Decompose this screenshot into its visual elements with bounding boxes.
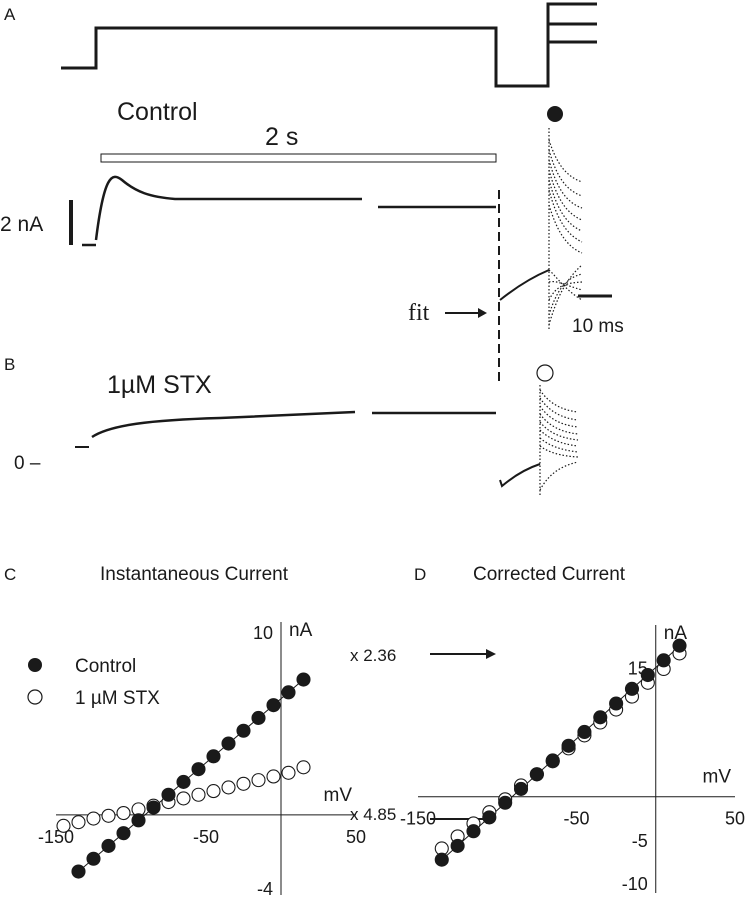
control-point	[545, 753, 560, 768]
control-label: Control	[117, 98, 198, 126]
scale-annotation-stx: x 4.85	[350, 805, 396, 824]
control-point	[101, 838, 116, 853]
control-point	[131, 813, 146, 828]
stx-point	[101, 808, 116, 823]
x-tick-label: -150	[400, 809, 436, 829]
control-point	[466, 824, 481, 839]
stx-point	[266, 769, 281, 784]
control-point	[609, 696, 624, 711]
voltage-protocol	[61, 2, 597, 88]
legend-stx-label: 1 µM STX	[75, 688, 160, 709]
control-point	[161, 787, 176, 802]
zero-level-label: 0 –	[14, 453, 41, 474]
control-point	[236, 723, 251, 738]
control-point	[529, 767, 544, 782]
control-point	[640, 667, 655, 683]
control-tail-currents	[548, 128, 583, 330]
control-point	[86, 851, 101, 866]
control-point	[176, 774, 191, 789]
stx-point	[56, 818, 71, 833]
stx-fit-curve	[499, 463, 541, 488]
control-point	[482, 810, 497, 825]
x-tick-label: -50	[563, 809, 589, 829]
control-marker-filled	[547, 106, 563, 122]
control-fit-line	[78, 679, 304, 872]
fast-time-scale-label: 10 ms	[572, 316, 624, 337]
y-axis-label: nA	[664, 623, 688, 644]
stx-point	[236, 776, 251, 791]
control-point	[206, 749, 221, 764]
stx-point	[116, 805, 131, 821]
legend-control-label: Control	[75, 656, 136, 677]
control-point	[624, 681, 640, 696]
stx-tail-currents	[539, 385, 579, 495]
y-tick-label: -10	[622, 874, 648, 894]
stx-current-trace	[75, 410, 496, 448]
control-point	[561, 738, 576, 753]
stx-point	[206, 784, 221, 799]
control-point	[191, 762, 206, 777]
y-axis-label: nA	[289, 620, 313, 641]
control-point	[593, 710, 608, 725]
y-tick-label: -4	[257, 879, 273, 899]
control-current-trace	[82, 175, 496, 247]
control-point	[434, 852, 449, 867]
fit-curve	[499, 269, 550, 301]
control-point	[251, 710, 266, 725]
stx-label: 1µM STX	[107, 371, 212, 399]
stx-point	[221, 780, 236, 795]
scale-annotation-control: x 2.36	[350, 646, 396, 665]
control-point	[450, 838, 465, 853]
chart-c-title: Instantaneous Current	[100, 564, 289, 585]
control-point	[672, 638, 687, 653]
panel-label-b: B	[4, 355, 15, 374]
control-point	[281, 685, 296, 700]
fit-label: fit	[408, 300, 430, 326]
stx-point	[176, 791, 191, 806]
current-scale-label: 2 nA	[0, 213, 43, 236]
x-tick-label: 50	[725, 809, 745, 829]
time-scale-label: 2 s	[265, 123, 298, 151]
x-tick-label: -50	[193, 827, 219, 847]
x-axis-label: mV	[324, 785, 353, 806]
stx-point	[296, 760, 311, 775]
control-point	[656, 653, 671, 668]
panel-label-c: C	[4, 565, 16, 584]
legend-control-marker	[28, 658, 42, 672]
stx-marker-open	[536, 364, 554, 382]
stx-point	[71, 815, 86, 830]
stx-point	[281, 765, 296, 780]
stx-point	[251, 773, 266, 788]
y-tick-label: -5	[632, 831, 648, 851]
legend-stx-marker	[27, 689, 43, 705]
stx-point	[191, 787, 206, 802]
x-tick-label: 50	[346, 827, 366, 847]
fit-arrow-head	[478, 308, 487, 318]
control-fit-line	[441, 645, 680, 861]
panel-label-a: A	[4, 5, 16, 24]
control-point	[513, 781, 529, 796]
control-point	[221, 736, 236, 751]
chart-d-title: Corrected Current	[473, 564, 626, 585]
control-point	[296, 672, 311, 687]
panel-label-d: D	[414, 565, 426, 584]
control-point	[266, 698, 281, 713]
control-point	[116, 826, 131, 841]
time-scale-bar	[100, 153, 497, 163]
stx-point	[86, 811, 101, 826]
control-point	[71, 864, 86, 879]
y-tick-label: 10	[253, 623, 273, 643]
control-point	[498, 795, 513, 810]
scale-arrow-control-head	[486, 649, 496, 659]
control-point	[146, 800, 161, 815]
control-point	[577, 724, 592, 740]
x-axis-label: mV	[703, 767, 732, 788]
